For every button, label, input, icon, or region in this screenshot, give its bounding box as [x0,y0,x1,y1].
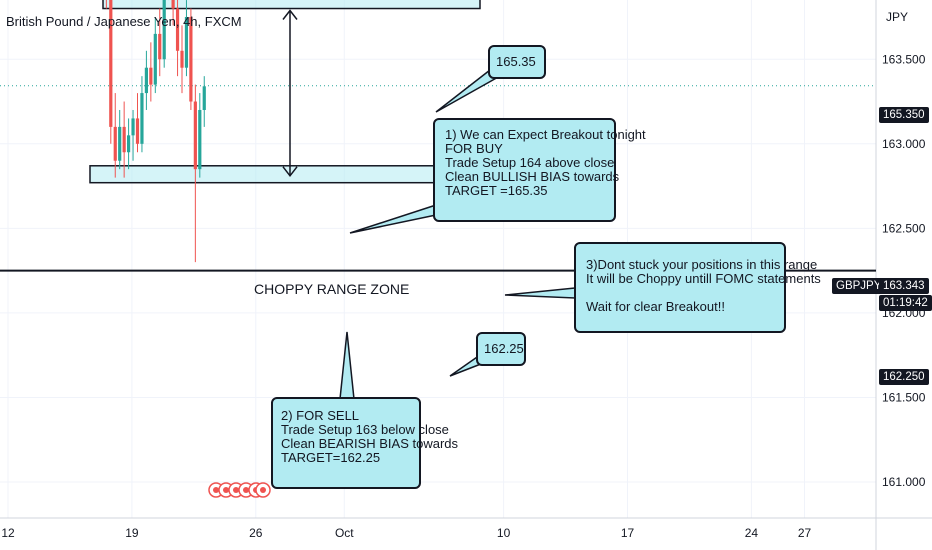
callout-line: Trade Setup 164 above close [445,155,615,170]
x-tick-label: 24 [745,526,759,540]
candle-body [180,50,184,68]
callout-buy-setup[interactable]: 1) We can Expect Breakout tonight FOR BU… [433,118,646,222]
x-tick-label: 10 [497,526,511,540]
candle-body [140,93,144,144]
callout-line: 2) FOR SELL [281,408,360,423]
callout-line: Wait for clear Breakout!! [586,299,725,314]
candle-body [171,0,175,9]
candle-body [158,33,162,60]
callout-target-high[interactable]: 165.35 [488,45,546,79]
candle-body [109,0,113,127]
x-tick-label: 19 [125,526,139,540]
candle-body [184,16,189,68]
callout-text: 165.35 [496,54,536,69]
candle-body [149,67,153,85]
currency-label: JPY [886,10,908,24]
price-tag-165350: 165.350 [879,107,929,123]
callout-line: Clean BEARISH BIAS towards [281,436,459,451]
current-price-tag: 163.343 [879,278,929,294]
callout-line: TARGET=162.25 [281,450,381,465]
range-zone-label: CHOPPY RANGE ZONE [254,281,410,297]
callout-line: Clean BULLISH BIAS towards [445,169,620,184]
candle-body [153,33,157,85]
range-arrow-head-down [282,166,298,178]
y-tick-label: 161.500 [882,390,926,404]
callout-line: 1) We can Expect Breakout tonight [445,127,646,142]
callout-line: FOR BUY [445,141,503,156]
event-marker-dot [260,487,266,493]
callout-target-low[interactable]: 162.25 [476,332,526,366]
candle-body [189,16,193,102]
candle-body [118,126,122,161]
candle-body [127,135,131,153]
candle-body [131,118,135,136]
range-arrow-head-up [282,9,298,20]
candle-body [162,0,166,60]
chart-title: British Pound / Japanese Yen, 4h, FXCM [6,14,242,29]
x-tick-label: 17 [621,526,635,540]
y-tick-label: 162.500 [882,221,926,235]
symbol-tag: GBPJPY [832,278,886,294]
event-marker-dot [223,487,229,493]
candle-body [193,101,197,170]
event-marker-dot [233,487,239,493]
candle-body [113,126,117,161]
callout-line: TARGET =165.35 [445,183,548,198]
callout-line [586,286,774,300]
callout-line: 3)Dont stuck your positions in this rang… [586,257,818,272]
x-tick-label: 12 [1,526,15,540]
callout-range-warning[interactable]: 3)Dont stuck your positions in this rang… [574,242,821,333]
callout-tail-sell [339,331,355,400]
price-tag-162250: 162.250 [879,369,929,385]
candle-body [144,67,148,94]
event-marker-dot [243,487,249,493]
x-tick-label: 26 [249,526,263,540]
callout-line: It will be Choppy untill FOMC statements [586,271,821,286]
callout-text: 162.25 [484,341,524,356]
callout-tail-range [504,287,576,299]
y-tick-label: 163.000 [882,137,926,151]
candle-body [198,109,202,170]
x-tick-label: 27 [798,526,812,540]
y-tick-label: 163.500 [882,52,926,66]
candle-body [202,86,206,110]
resistance-zone [102,0,481,10]
candle-body [122,126,126,153]
candle-body [175,8,180,51]
x-tick-label: Oct [335,526,354,540]
callout-line: Trade Setup 163 below close [281,422,449,437]
event-marker-dot [213,487,219,493]
candle-body [135,118,140,144]
countdown-tag: 01:19:42 [879,295,932,311]
callout-sell-setup[interactable]: 2) FOR SELL Trade Setup 163 below close … [271,397,459,489]
y-tick-label: 161.000 [882,475,926,489]
